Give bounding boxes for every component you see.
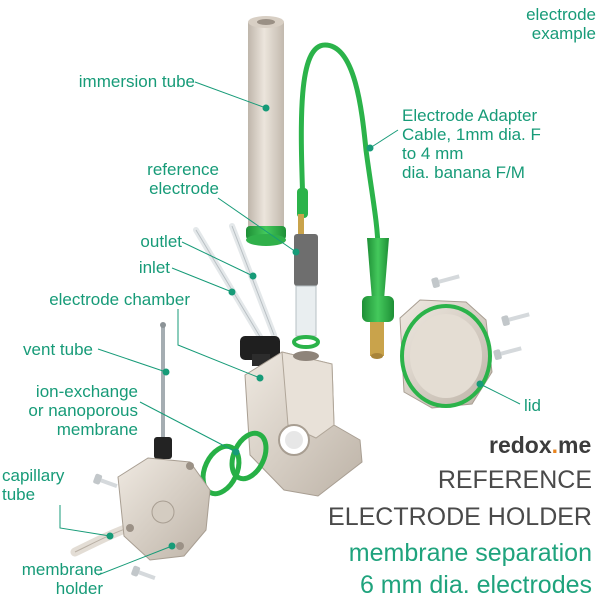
label-electrode-example: electrode example (526, 5, 596, 43)
label-capillary-tube: capillary tube (2, 466, 64, 504)
brand-main: redox (489, 432, 552, 458)
label-line: immersion tube (78, 72, 195, 91)
label-outlet: outlet (140, 232, 182, 251)
immersion-tube (246, 16, 286, 246)
title-line-3: membrane separation (348, 539, 592, 567)
lid-part (399, 299, 493, 409)
label-line: example (531, 24, 596, 43)
title-line-4: 6 mm dia. electrodes (359, 571, 592, 599)
label-lid: lid (524, 396, 541, 415)
label-line: reference (147, 160, 219, 179)
label-line: capillary (2, 466, 65, 485)
adapter-cable (297, 42, 394, 359)
electrode-chamber (244, 351, 363, 497)
label-line: membrane (21, 560, 103, 579)
title-line-2: ELECTRODE HOLDER (328, 503, 592, 531)
label-electrode-chamber: electrode chamber (49, 290, 190, 309)
label-line: holder (55, 579, 103, 598)
membrane-holder-part (117, 457, 211, 561)
label-line: vent tube (23, 340, 93, 359)
brand-logo: redox.me (489, 432, 591, 459)
label-line: ion-exchange (35, 382, 138, 401)
label-inlet: inlet (139, 258, 170, 277)
label-line: to 4 mm (402, 144, 464, 163)
leader-lines (59, 81, 521, 576)
label-vent-tube: vent tube (23, 340, 93, 359)
label-membrane: ion-exchange or nanoporous membrane (28, 382, 138, 439)
title-line-1: REFERENCE (437, 466, 592, 494)
label-line: Electrode Adapter (402, 106, 538, 125)
label-line: Cable, 1mm dia. F (402, 125, 541, 144)
screws (93, 274, 530, 581)
outlet-inlet-tubes (193, 223, 280, 366)
brand-tail: me (558, 432, 592, 458)
label-line: electrode (149, 179, 219, 198)
label-line: electrode chamber (49, 290, 190, 309)
label-line: inlet (138, 258, 170, 277)
label-line: outlet (140, 232, 182, 251)
label-line: tube (2, 485, 36, 504)
label-line: membrane (56, 420, 138, 439)
brand-dot: . (551, 432, 559, 458)
label-line: electrode (526, 5, 596, 24)
label-line: or nanoporous (28, 401, 138, 420)
label-adapter-cable: Electrode Adapter Cable, 1mm dia. F to 4… (402, 106, 541, 182)
label-reference-electrode: reference electrode (147, 160, 219, 198)
label-line: lid (524, 396, 542, 415)
reference-electrode (292, 214, 320, 349)
label-immersion-tube: immersion tube (79, 72, 195, 91)
label-line: dia. banana F/M (402, 163, 525, 182)
label-membrane-holder: membrane holder (22, 560, 103, 598)
